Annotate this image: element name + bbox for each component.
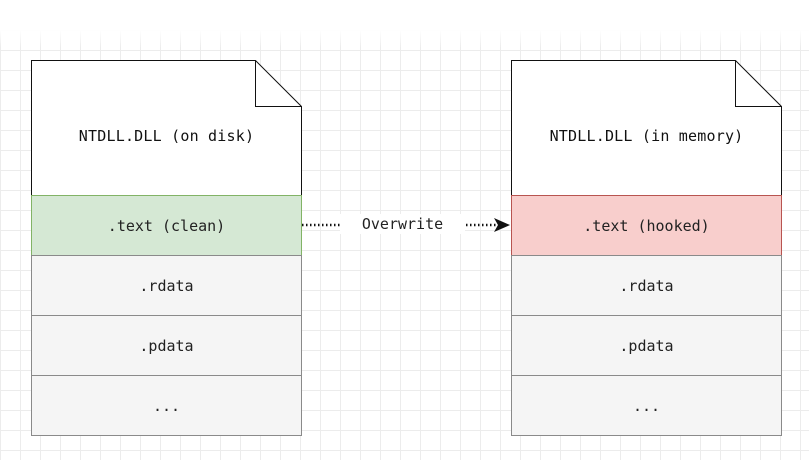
section-ellipsis[interactable]: ... bbox=[31, 375, 302, 436]
canvas-grid-fade bbox=[0, 30, 809, 48]
file-title: NTDLL.DLL (in memory) bbox=[549, 127, 744, 145]
document-shape bbox=[31, 60, 302, 196]
connector-label: Overwrite bbox=[340, 214, 465, 234]
section-ellipsis[interactable]: ... bbox=[511, 375, 782, 436]
section-rdata[interactable]: .rdata bbox=[31, 255, 302, 316]
section-pdata[interactable]: .pdata bbox=[31, 315, 302, 376]
section-rdata[interactable]: .rdata bbox=[511, 255, 782, 316]
file-ntdll-on-disk[interactable]: NTDLL.DLL (on disk) .text (clean) .rdata… bbox=[31, 60, 302, 437]
arrowhead-icon bbox=[494, 218, 510, 232]
file-ntdll-in-memory[interactable]: NTDLL.DLL (in memory) .text (hooked) .rd… bbox=[511, 60, 782, 437]
document-shape bbox=[511, 60, 782, 196]
section-text-hooked[interactable]: .text (hooked) bbox=[511, 195, 782, 256]
section-pdata[interactable]: .pdata bbox=[511, 315, 782, 376]
file-title: NTDLL.DLL (on disk) bbox=[78, 127, 255, 145]
